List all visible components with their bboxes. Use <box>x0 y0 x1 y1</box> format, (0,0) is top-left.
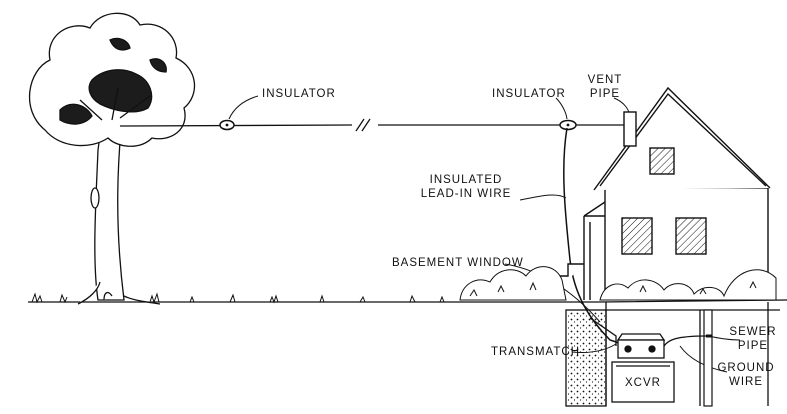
tree <box>28 12 196 305</box>
sewer-pipe-label-line2: PIPE <box>737 340 769 352</box>
vent-pipe-label-line2: PIPE <box>589 88 621 100</box>
house <box>547 86 771 300</box>
transmatch-label: TRANSMATCH <box>491 346 581 358</box>
lead-in-label-line1: INSULATED <box>429 174 503 186</box>
grass <box>31 292 445 304</box>
xcvr-label: XCVR <box>625 377 661 389</box>
vent-pipe-label-line1: VENT <box>587 74 623 86</box>
antenna-wire <box>119 118 628 132</box>
insulator-right-label: INSULATOR <box>492 88 566 100</box>
xcvr-box <box>611 361 675 403</box>
lead-in-label-line2: LEAD-IN WIRE <box>420 188 512 200</box>
basement-window-label: BASEMENT WINDOW <box>392 257 524 269</box>
ground-wire-label-line2: WIRE <box>728 376 764 388</box>
transmatch-box <box>616 333 666 359</box>
insulator-left-label: INSULATOR <box>262 88 336 100</box>
ground-wire-label-line1: GROUND <box>717 362 775 374</box>
sewer-pipe-shape <box>703 309 713 407</box>
shrubs <box>459 266 777 301</box>
basement <box>565 302 780 407</box>
sewer-pipe-label-line1: SEWER <box>729 326 777 338</box>
ground-wire <box>663 335 707 347</box>
